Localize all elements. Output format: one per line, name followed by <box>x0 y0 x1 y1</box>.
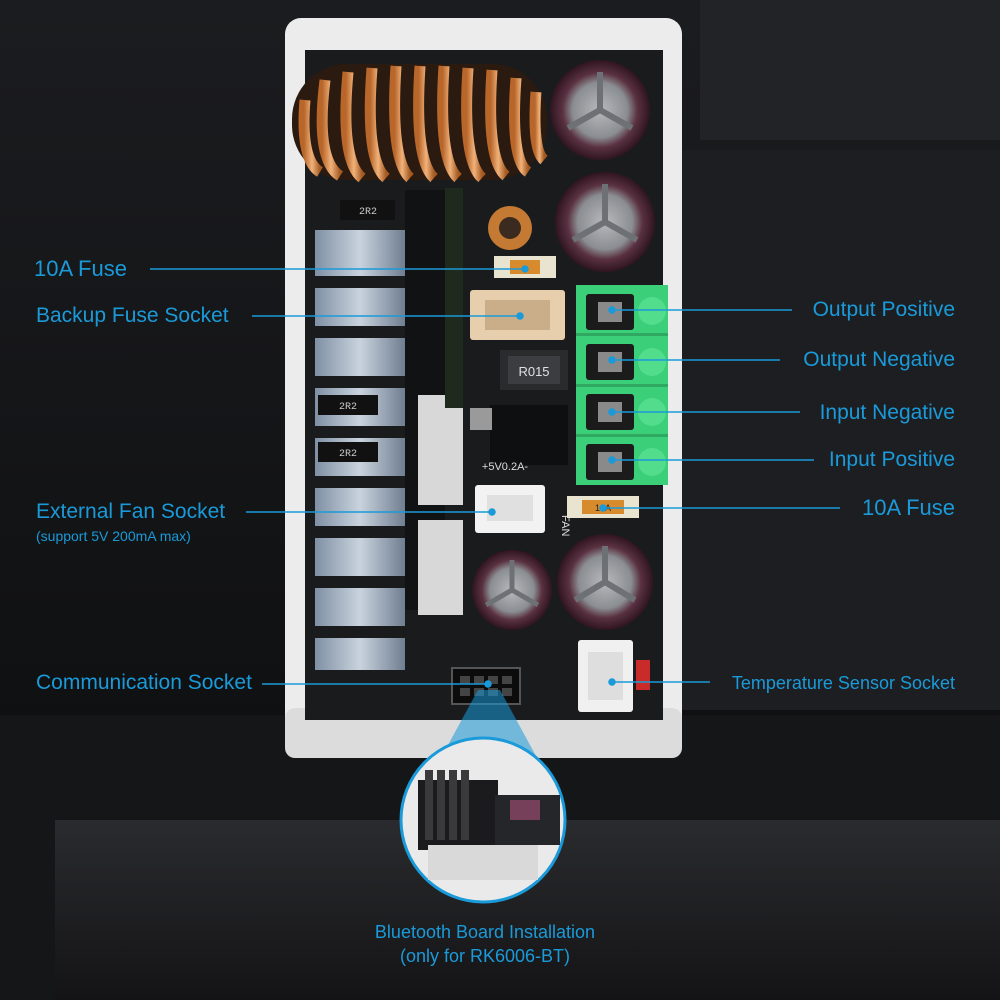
label-temperature-sensor-socket: Temperature Sensor Socket <box>731 673 955 693</box>
shunt-resistor: R015 <box>500 350 568 390</box>
label-input-positive: Input Positive <box>828 448 955 471</box>
capacitor-bottom-1 <box>472 550 552 630</box>
capacitor-top-2 <box>555 172 655 272</box>
toroid-inductor <box>292 64 549 183</box>
smd-inductor-1: 2R2 <box>340 200 395 220</box>
bluetooth-caption: Bluetooth Board Installation (only for R… <box>335 920 635 968</box>
svg-text:R015: R015 <box>518 364 549 379</box>
mosfet <box>470 405 568 465</box>
smd-inductor-3: 2R2 <box>318 442 378 462</box>
label-communication-socket: Communication Socket <box>36 671 252 694</box>
svg-text:+5V0.2A-: +5V0.2A- <box>482 461 529 473</box>
fan-socket <box>475 485 545 533</box>
smd-inductor-2: 2R2 <box>318 395 378 415</box>
label-fuse-right: 10A Fuse <box>862 495 955 520</box>
temperature-sensor-socket <box>578 640 633 712</box>
terminal-block <box>576 285 668 485</box>
label-output-positive: Output Positive <box>812 298 955 321</box>
label-fuse-top: 10A Fuse <box>34 256 127 281</box>
svg-text:2R2: 2R2 <box>339 402 357 413</box>
label-backup-fuse-socket: Backup Fuse Socket <box>36 304 229 327</box>
leader-lines <box>150 265 840 688</box>
label-input-negative: Input Negative <box>819 401 955 424</box>
bluetooth-caption-line1: Bluetooth Board Installation <box>374 922 596 942</box>
label-external-fan-note: (support 5V 200mA max) <box>36 528 191 544</box>
label-external-fan-socket: External Fan Socket <box>36 500 226 523</box>
bluetooth-caption-line2: (only for RK6006-BT) <box>399 946 571 966</box>
svg-text:FAN: FAN <box>559 515 571 536</box>
capacitor-bottom-2 <box>557 534 653 630</box>
bluetooth-board-inset <box>399 736 567 904</box>
svg-text:2R2: 2R2 <box>359 207 377 218</box>
svg-text:2R2: 2R2 <box>339 449 357 460</box>
label-output-negative: Output Negative <box>803 348 955 371</box>
capacitor-top-1 <box>550 60 650 160</box>
